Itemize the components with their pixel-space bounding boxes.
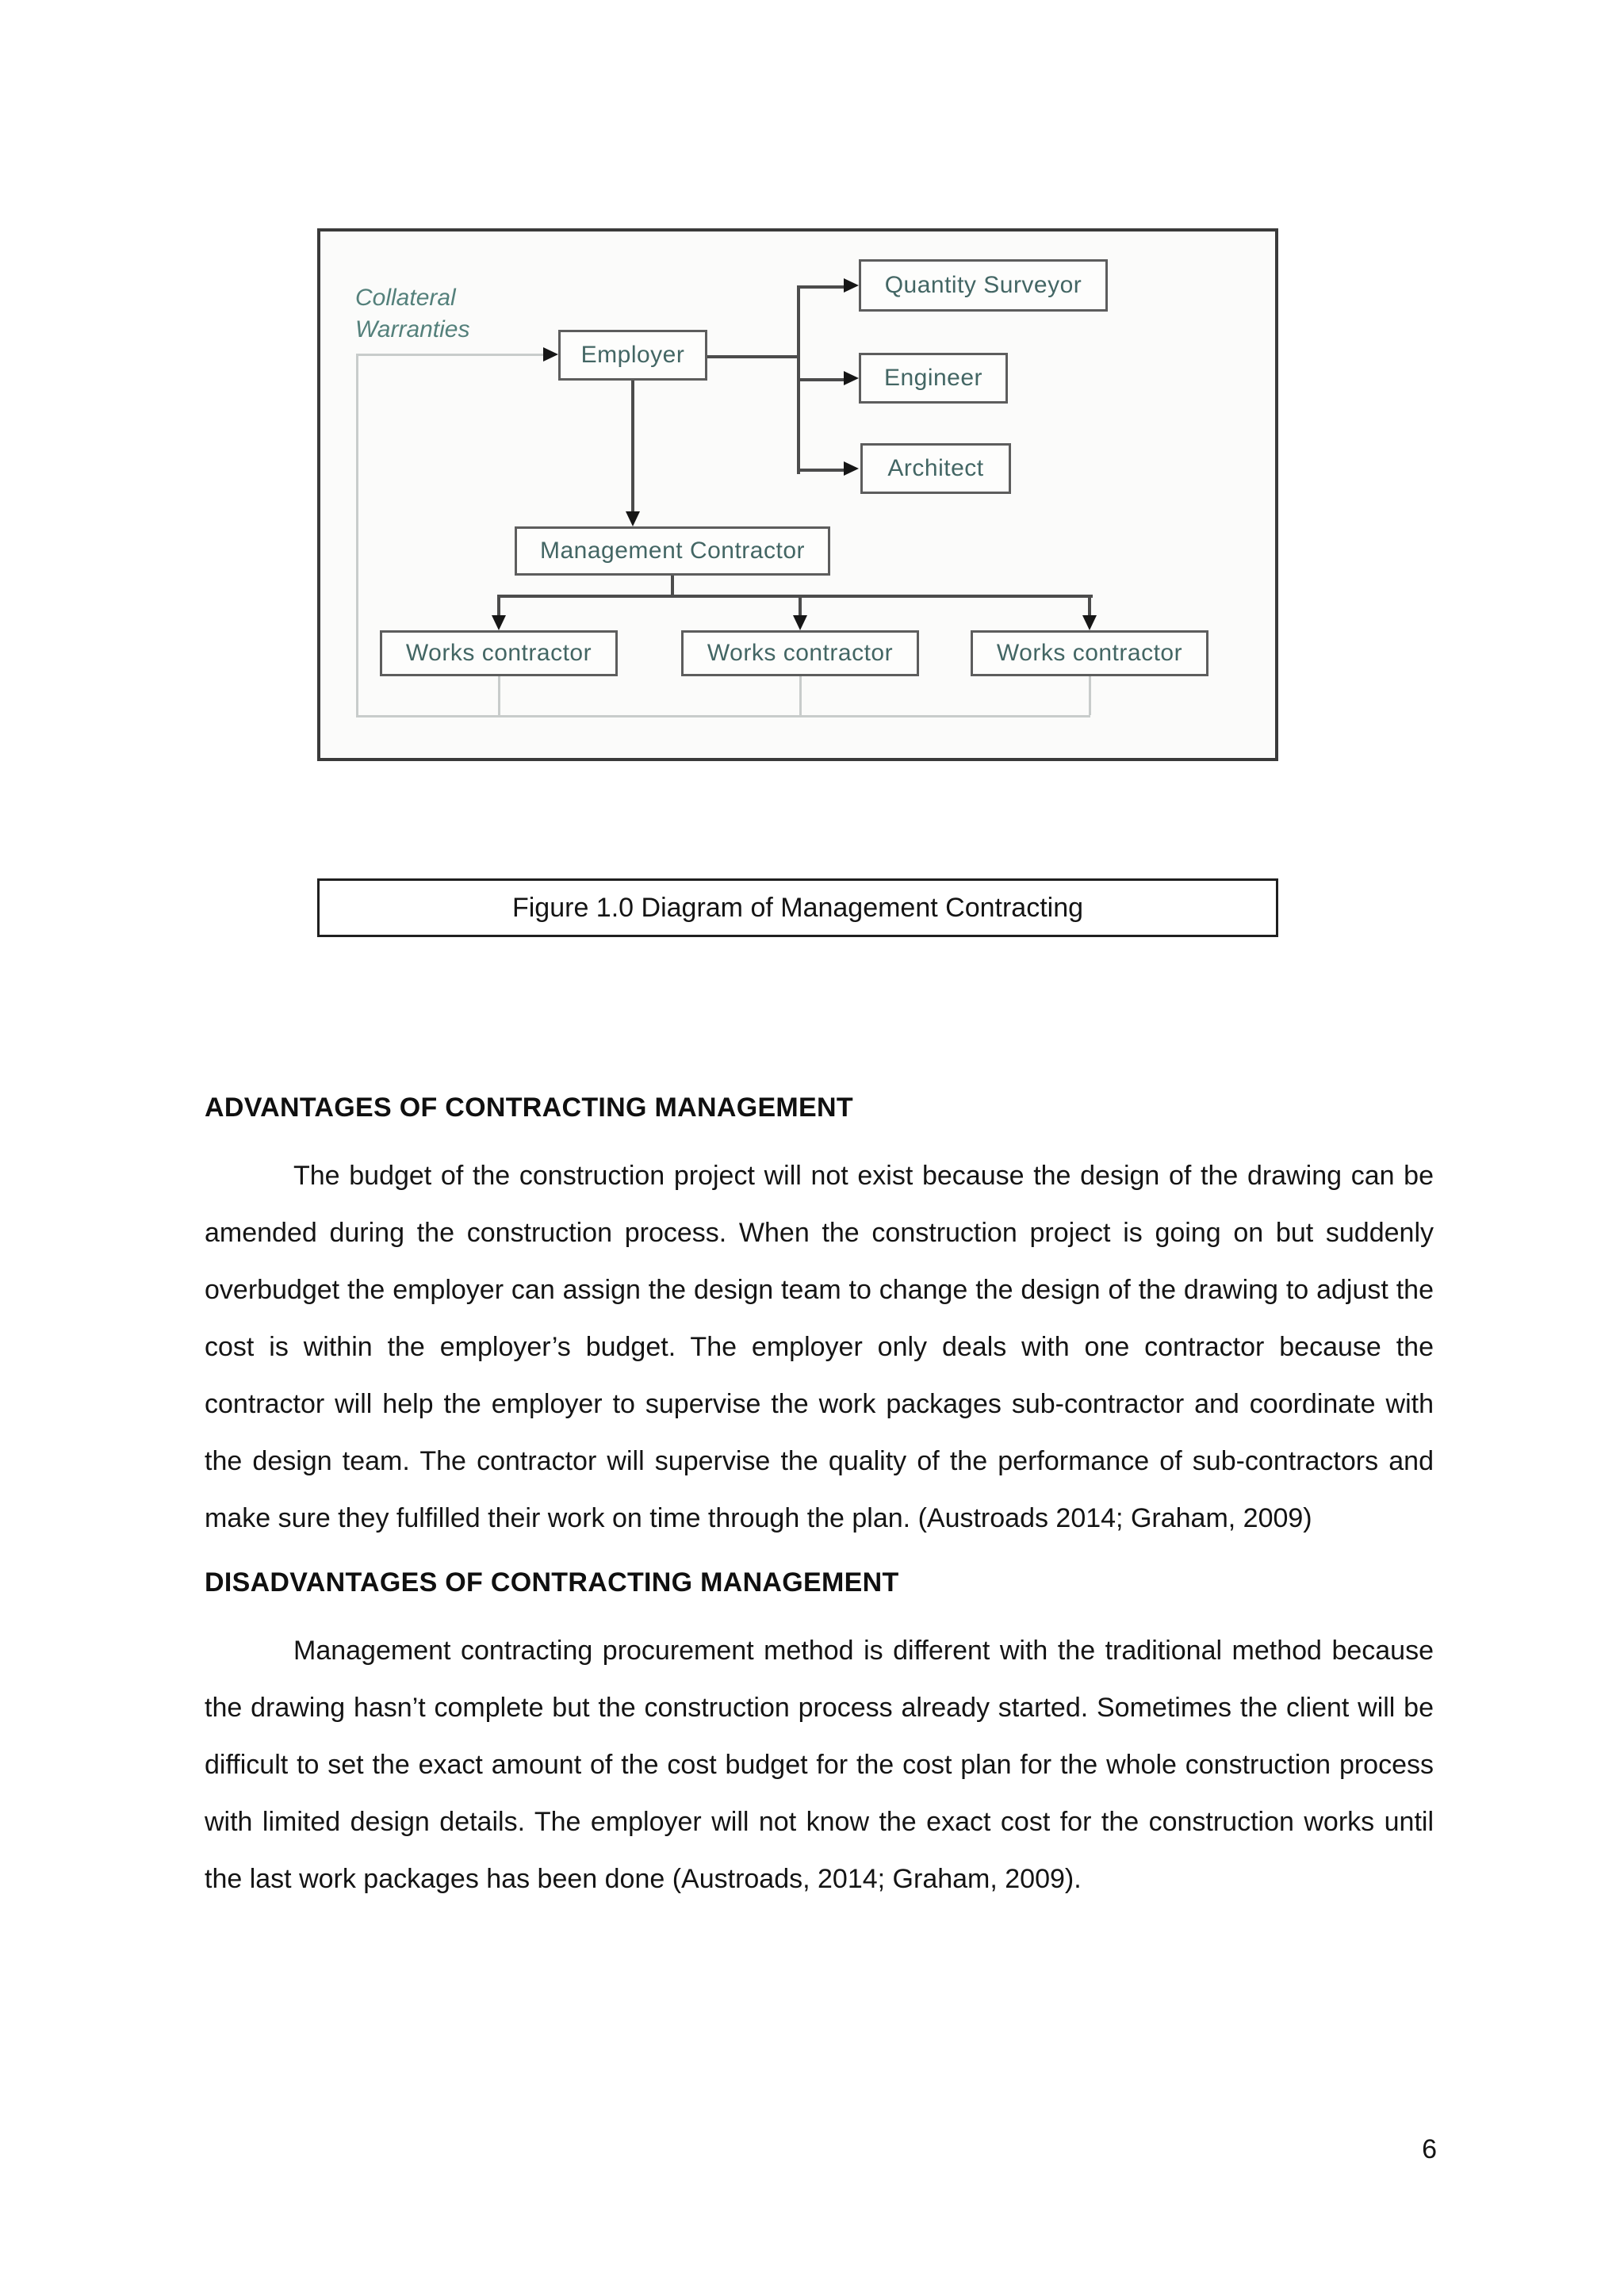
advantages-heading: ADVANTAGES OF CONTRACTING MANAGEMENT	[205, 1093, 853, 1123]
collateral-stub-3	[1089, 676, 1091, 715]
arrowhead-architect-icon	[844, 461, 859, 476]
employer-right-line	[707, 355, 799, 358]
node-works-contractor-2: Works contractor	[681, 630, 919, 676]
page-number: 6	[1422, 2134, 1437, 2164]
arrowhead-management-contractor-icon	[626, 511, 640, 526]
advantages-paragraph: The budget of the construction project w…	[205, 1161, 1434, 1533]
arrowhead-into-employer-icon	[543, 347, 558, 362]
body-text-column: ADVANTAGES OF CONTRACTING MANAGEMENT The…	[205, 1093, 1434, 1928]
management-contracting-diagram: Collateral Warranties Employer Quanti	[317, 228, 1278, 761]
node-engineer: Engineer	[859, 353, 1008, 404]
arrowhead-engineer-icon	[844, 371, 859, 385]
figure-caption-box: Figure 1.0 Diagram of Management Contrac…	[317, 878, 1278, 937]
node-architect: Architect	[860, 443, 1011, 494]
quantity-surveyor-line	[797, 285, 844, 289]
node-works-contractor-3: Works contractor	[971, 630, 1208, 676]
node-employer: Employer	[558, 330, 707, 381]
collateral-line-top	[356, 354, 543, 356]
collateral-line-left	[356, 354, 358, 718]
node-management-contractor: Management Contractor	[515, 526, 830, 576]
works-stub-3	[1088, 595, 1091, 617]
works-stub-1	[497, 595, 500, 617]
employer-down-line	[631, 381, 634, 511]
arrowhead-works-1-icon	[492, 615, 506, 630]
works-stub-2	[799, 595, 802, 617]
arrowhead-works-3-icon	[1082, 615, 1097, 630]
architect-line	[797, 469, 844, 472]
disadvantages-heading: DISADVANTAGES OF CONTRACTING MANAGEMENT	[205, 1567, 899, 1598]
mc-down-line	[671, 576, 674, 596]
collateral-warranties-label: Collateral Warranties	[355, 285, 470, 342]
disadvantages-paragraph: Management contracting procurement metho…	[205, 1636, 1434, 1894]
arrowhead-works-2-icon	[793, 615, 807, 630]
collateral-stub-2	[799, 676, 802, 715]
collateral-stub-1	[498, 676, 500, 715]
arrowhead-quantity-surveyor-icon	[844, 278, 859, 293]
figure-caption-text: Figure 1.0 Diagram of Management Contrac…	[511, 892, 1084, 923]
node-quantity-surveyor: Quantity Surveyor	[859, 259, 1108, 312]
distribution-bar	[497, 595, 1093, 598]
collateral-line-bottom	[356, 715, 1090, 718]
engineer-line	[797, 378, 844, 381]
node-works-contractor-1: Works contractor	[380, 630, 618, 676]
